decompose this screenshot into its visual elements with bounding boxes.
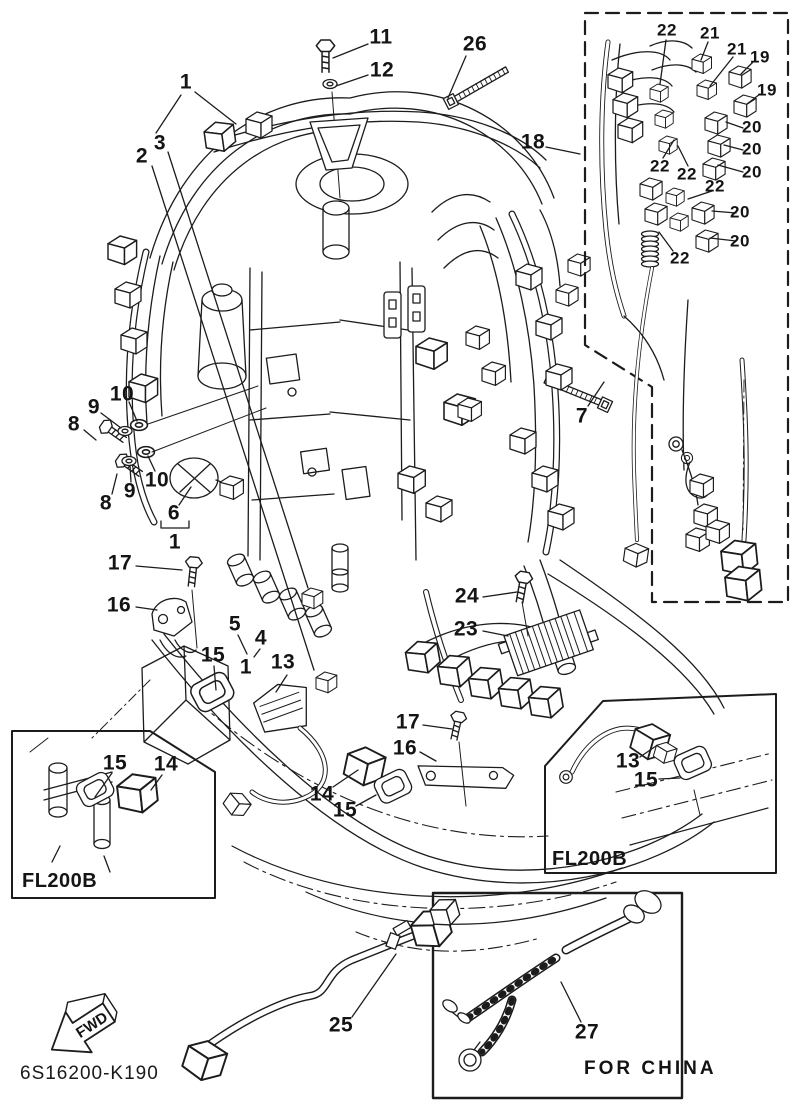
callout-8: 8: [99, 491, 113, 515]
callout-27: 27: [574, 1020, 600, 1044]
callout-3: 3: [153, 131, 167, 155]
callout-20: 20: [730, 202, 750, 222]
callout-15: 15: [332, 798, 358, 822]
callout-23: 23: [453, 617, 479, 641]
right-inset-box: [544, 693, 777, 874]
callout-21: 21: [700, 23, 720, 43]
callout-8: 8: [67, 412, 81, 436]
callout-26: 26: [462, 32, 488, 56]
callout-21: 21: [727, 39, 747, 59]
engine-sketch: [91, 39, 725, 952]
left-inset-label: FL200B: [22, 870, 98, 892]
callout-1: 1: [168, 530, 182, 554]
cable-25: [178, 894, 463, 1087]
part-code: 6S16200-K190: [20, 1063, 159, 1084]
china-inset-label: FOR CHINA: [584, 1058, 717, 1079]
callout-12: 12: [369, 58, 395, 82]
callout-15: 15: [200, 643, 226, 667]
callout-22: 22: [657, 20, 677, 40]
callout-22: 22: [670, 248, 690, 268]
callout-2: 2: [135, 144, 149, 168]
callout-17: 17: [395, 710, 421, 734]
fwd-arrow-icon: FWD: [50, 992, 118, 1054]
callout-4: 4: [254, 626, 268, 650]
callout-14: 14: [309, 782, 335, 806]
callout-10: 10: [144, 468, 170, 492]
leader-lines: [83, 39, 761, 1023]
callout-14: 14: [153, 752, 179, 776]
callout-7: 7: [575, 404, 589, 428]
callout-25: 25: [328, 1013, 354, 1037]
callout-16: 16: [106, 593, 132, 617]
callout-1: 1: [239, 655, 253, 679]
left-inset-box: [11, 730, 216, 899]
callout-22: 22: [650, 156, 670, 176]
callout-20: 20: [742, 162, 762, 182]
callout-22: 22: [677, 164, 697, 184]
callout-1: 1: [179, 70, 193, 94]
callout-19: 19: [750, 47, 770, 67]
callout-13: 13: [615, 749, 641, 773]
callout-18: 18: [520, 130, 546, 154]
callout-22: 22: [705, 176, 725, 196]
callout-9: 9: [123, 479, 137, 503]
callout-5: 5: [228, 612, 242, 636]
right-inset-label: FL200B: [552, 848, 628, 870]
callout-19: 19: [757, 80, 777, 100]
callout-20: 20: [742, 117, 762, 137]
callout-17: 17: [107, 551, 133, 575]
callout-16: 16: [392, 736, 418, 760]
callout-15: 15: [102, 751, 128, 775]
callout-11: 11: [369, 25, 393, 49]
callout-9: 9: [87, 395, 101, 419]
callout-20: 20: [742, 139, 762, 159]
callout-24: 24: [454, 584, 480, 608]
callout-20: 20: [730, 231, 750, 251]
rectifier-part: [497, 609, 599, 677]
callout-10: 10: [109, 382, 135, 406]
china-inset-box: [431, 890, 684, 1100]
callout-6: 6: [167, 501, 181, 525]
callout-15: 15: [633, 768, 659, 792]
dashed-parts-box: [583, 11, 790, 604]
callout-13: 13: [270, 650, 296, 674]
